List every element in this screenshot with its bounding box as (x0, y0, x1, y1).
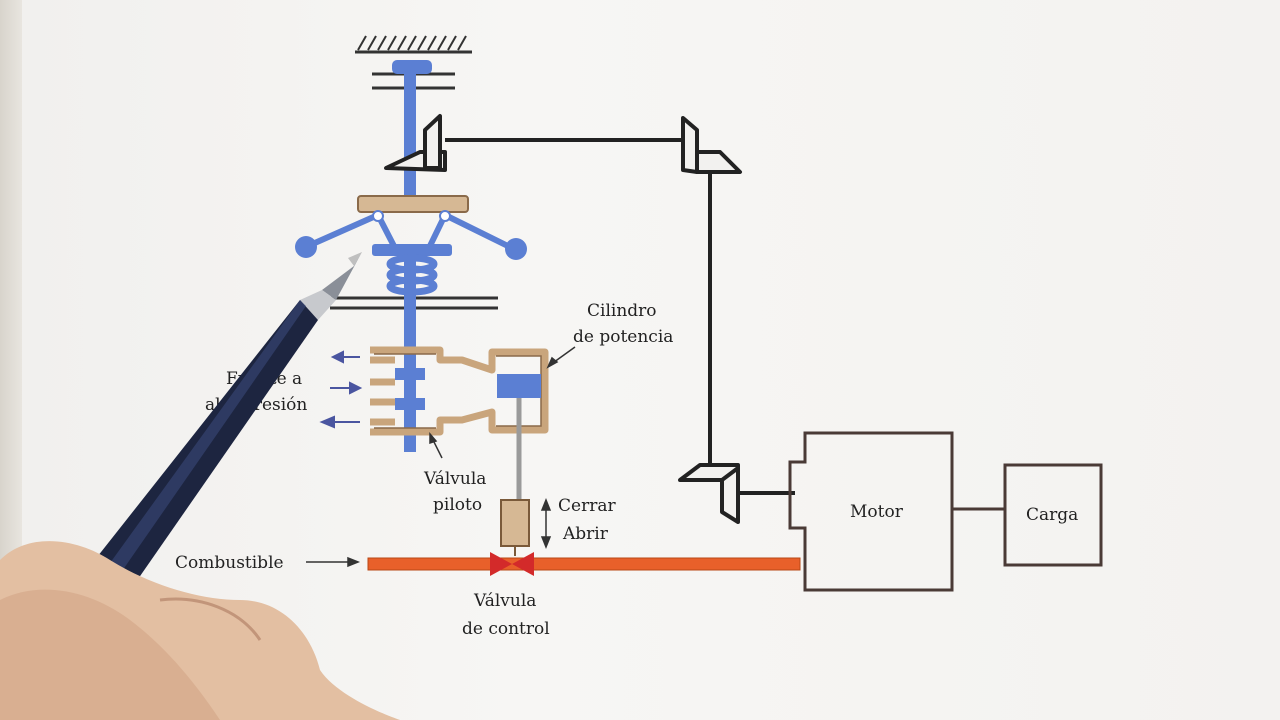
pivot-right (439, 210, 451, 222)
spool-land-lower (395, 398, 425, 410)
carga-box (1003, 463, 1103, 567)
governor-bevel-gear (384, 114, 447, 172)
fuel-line (367, 557, 801, 571)
label-valvula-piloto-2: piloto (433, 495, 482, 515)
engine-bevel-gear (678, 463, 740, 524)
spool-land-upper (395, 368, 425, 380)
label-valvula-piloto-1: Válvula (423, 469, 486, 489)
fixed-support-hatch (355, 35, 472, 54)
pressure-arrows (319, 350, 363, 429)
label-cerrar: Cerrar (558, 496, 616, 516)
label-cilindro-1: Cilindro (587, 301, 657, 321)
control-valve (490, 552, 534, 576)
desk-edge (0, 0, 22, 720)
label-motor: Motor (850, 502, 904, 522)
label-valvula-control-2: de control (462, 619, 550, 639)
pivot-left (372, 210, 384, 222)
label-carga: Carga (1026, 505, 1078, 525)
open-close-arrow (540, 497, 552, 550)
power-piston (497, 374, 541, 398)
governor-spindle (404, 60, 416, 200)
label-abrir: Abrir (562, 524, 609, 544)
right-top-bevel-gear (681, 116, 742, 174)
valve-actuator (500, 499, 530, 547)
leader-lines (429, 346, 576, 459)
label-cilindro-2: de potencia (573, 327, 673, 347)
motor-box (788, 431, 954, 592)
flyweight-ball-right (505, 238, 527, 260)
label-combustible: Combustible (175, 553, 284, 573)
sliding-collar (372, 244, 452, 256)
flyweight-ball-left (295, 236, 317, 258)
fuel-inlet-arrow (306, 556, 361, 568)
pilot-valve-body (370, 346, 549, 436)
flyweight-crossbar (357, 195, 469, 213)
hand (0, 541, 400, 720)
label-valvula-control-1: Válvula (473, 591, 536, 611)
